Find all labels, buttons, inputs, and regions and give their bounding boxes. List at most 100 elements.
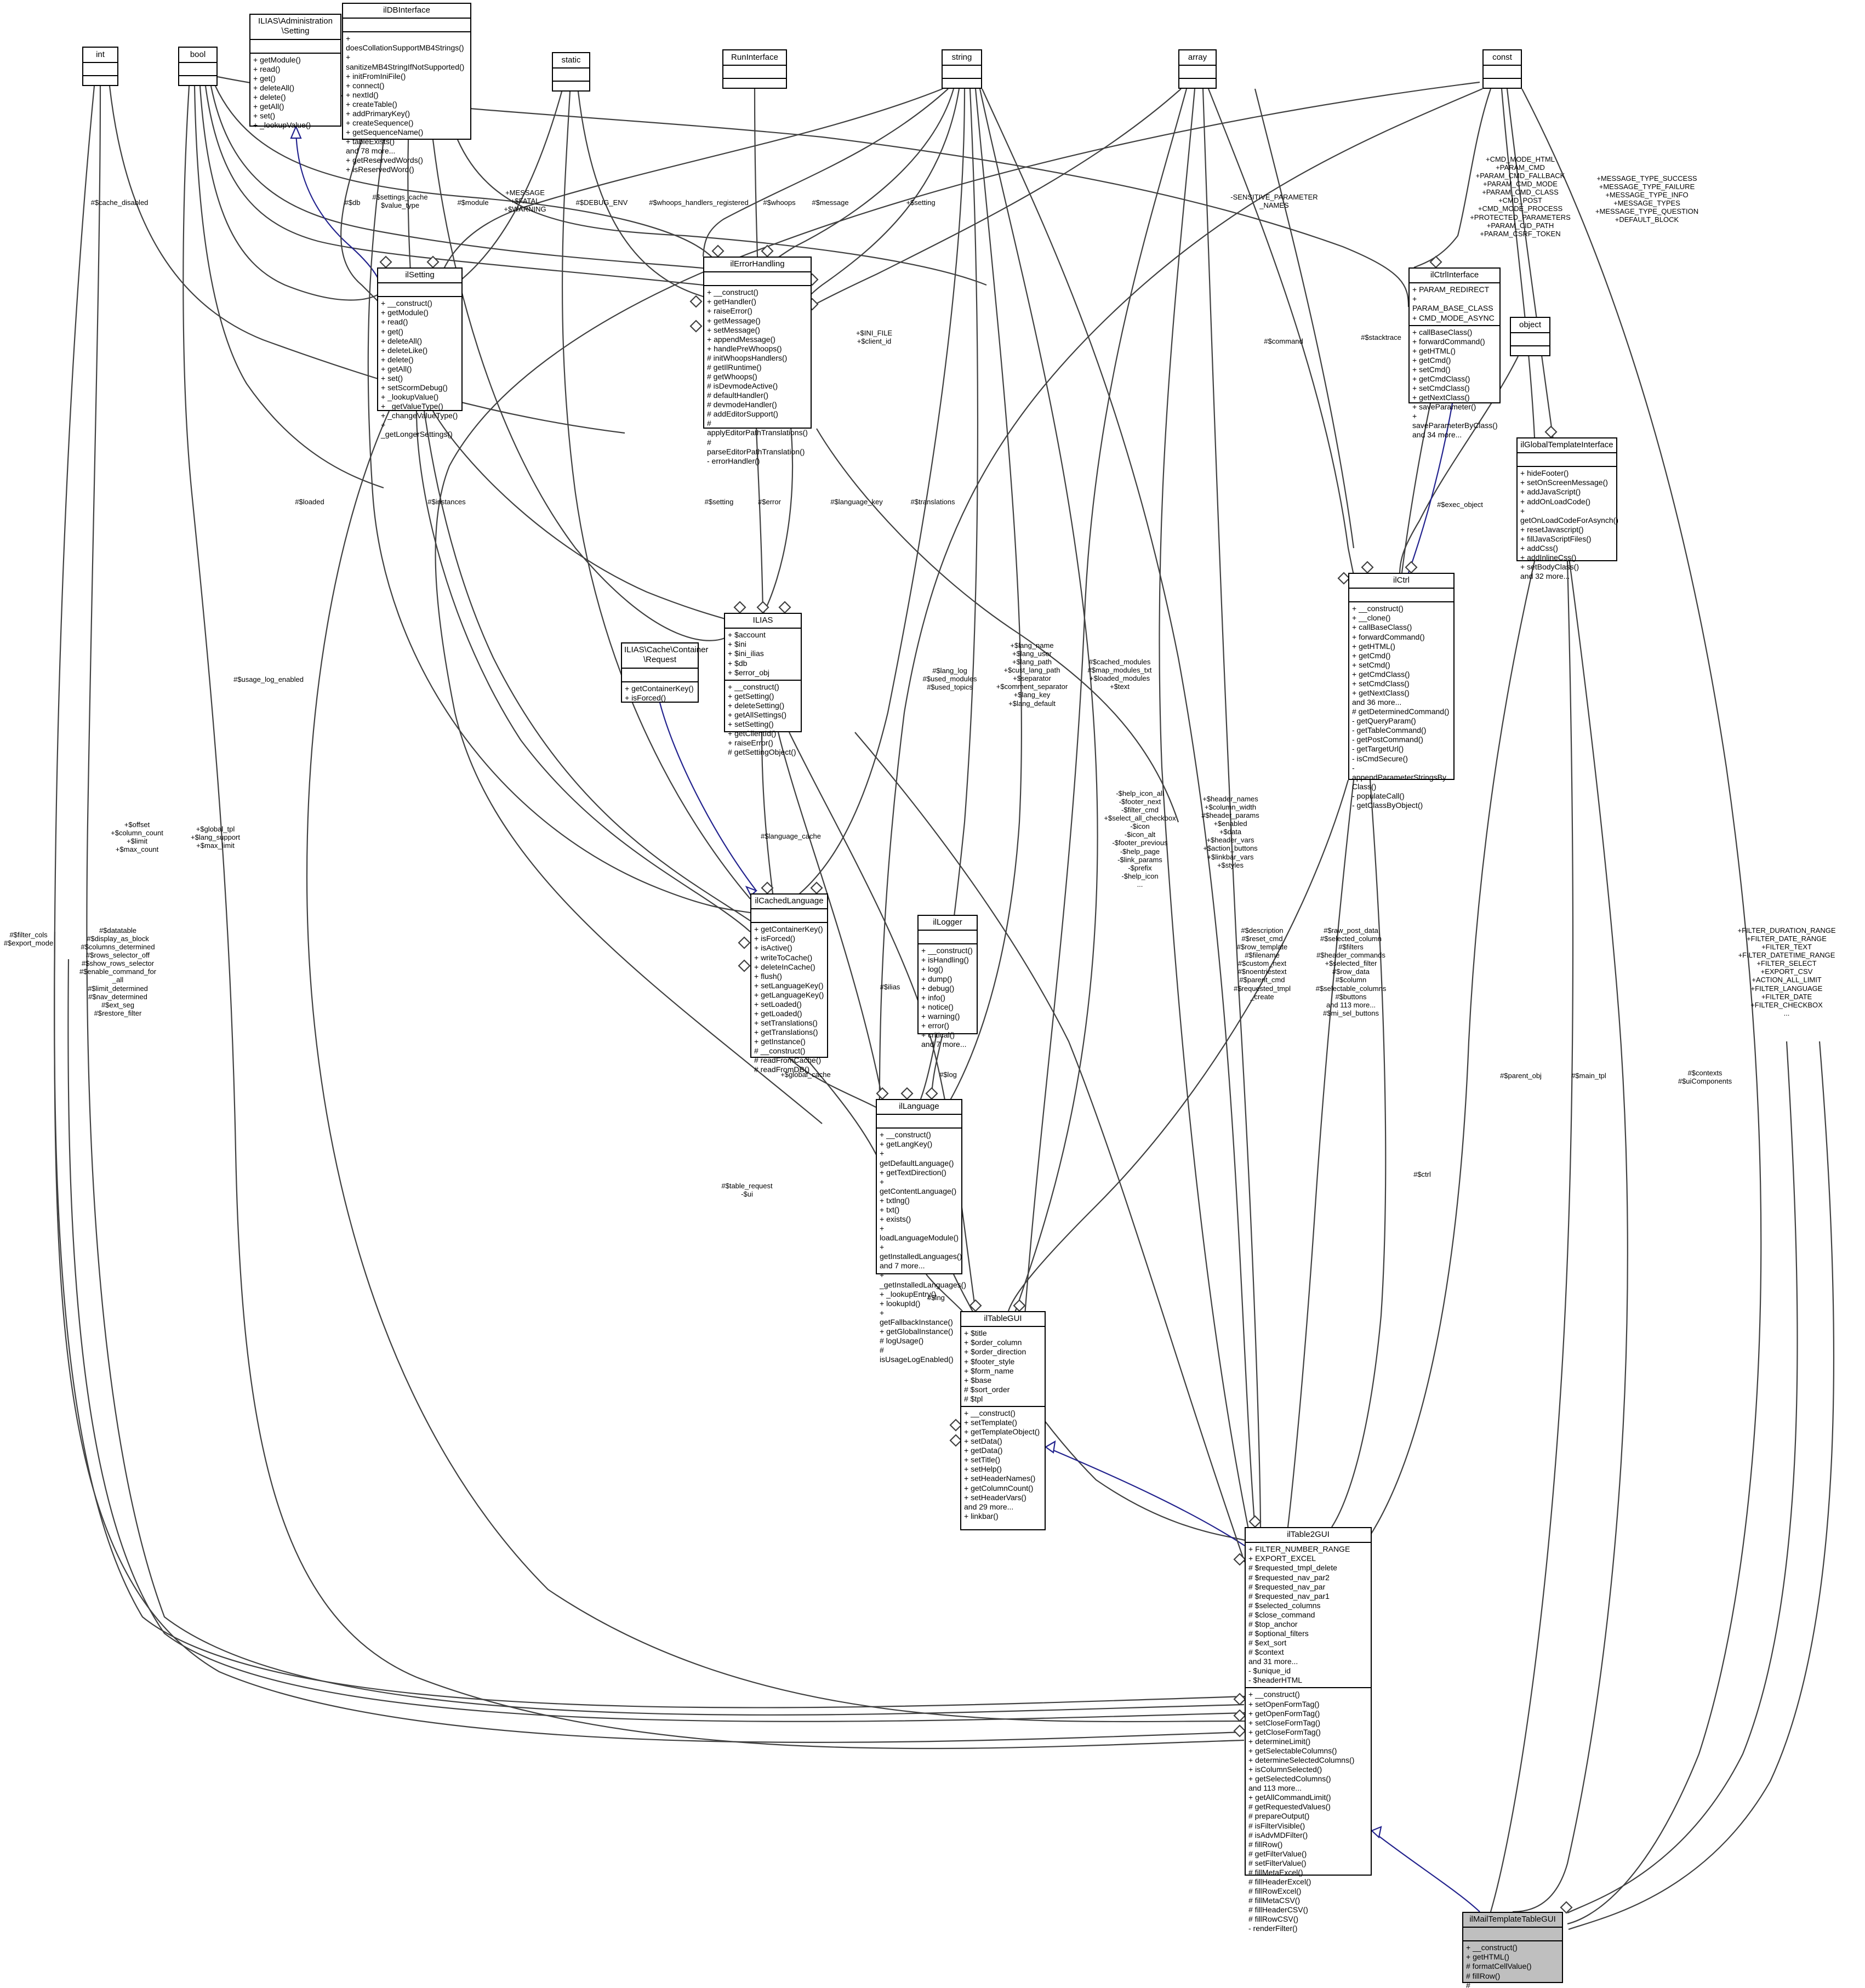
class-operation: # getWhoops() xyxy=(707,372,757,381)
class-attribute: + $base xyxy=(964,1375,992,1385)
edge-label-settings-cache-value-type: #$settings_cache $value_type xyxy=(372,193,428,210)
class-node-ilerrorhandling[interactable]: ilErrorHandling+ __construct()+ getHandl… xyxy=(703,257,812,465)
class-operation: + raiseError() xyxy=(728,738,773,748)
class-operation: + getSetting() xyxy=(728,691,774,700)
class-operation: + deleteSetting() xyxy=(728,700,785,710)
edge-label-translations: #$translations xyxy=(910,498,955,506)
class-operation: + addPrimaryKey() xyxy=(346,109,410,118)
class-operation: + setCmdClass() xyxy=(1412,384,1470,393)
class-node-ilias-administration-setting[interactable]: ILIAS\Administration \Setting+ getModule… xyxy=(249,14,341,129)
class-title: ilDBInterface xyxy=(383,5,430,15)
class-node-int[interactable]: int xyxy=(82,47,118,86)
class-operation: + getOnLoadCodeForAsynch() xyxy=(1520,506,1618,525)
class-node-const[interactable]: const xyxy=(1482,49,1522,89)
class-attributes xyxy=(1463,1927,1562,1940)
class-operation: + addOnLoadCode() xyxy=(1520,497,1591,506)
class-node-iltablegui[interactable]: ilTableGUI+ $title+ $order_column+ $orde… xyxy=(960,1311,1046,1530)
class-node-ilsetting[interactable]: ilSetting+ __construct()+ getModule()+ r… xyxy=(377,267,463,438)
class-node-illanguage[interactable]: ilLanguage+ __construct()+ getLangKey()+… xyxy=(876,1099,966,1364)
class-attributes: + FILTER_NUMBER_RANGE+ EXPORT_EXCEL# $re… xyxy=(1246,1542,1371,1687)
class-operation: and 34 more... xyxy=(1412,430,1462,440)
edge-label-whoops-handlers-registered: #$whoops_handlers_registered xyxy=(649,198,749,207)
class-operation: # fillRowCSV() xyxy=(1248,1915,1299,1924)
class-attribute: - $headerHTML xyxy=(1248,1676,1303,1685)
class-node-runinterface[interactable]: RunInterface xyxy=(722,49,787,89)
class-title: string xyxy=(951,53,972,62)
class-operation: # __construct() xyxy=(754,1046,806,1056)
class-operation: + isForced() xyxy=(754,934,796,943)
class-node-ilctrl[interactable]: ilCtrl+ __construct()+ __clone()+ callBa… xyxy=(1348,573,1455,810)
class-operation: + tableExists() xyxy=(346,137,395,146)
class-operation: # isDevmodeActive() xyxy=(707,381,778,391)
class-operation: - populateCall() xyxy=(1352,791,1405,800)
class-operation: # getDeterminedCommand() xyxy=(1352,707,1450,716)
class-attribute: + $error_obj xyxy=(728,668,769,677)
class-operation: + getAllCommandLimit() xyxy=(1248,1793,1331,1802)
class-operation: + critical() xyxy=(921,1030,955,1039)
class-attributes xyxy=(1511,332,1549,345)
class-operation: # fillMetaCSV() xyxy=(1248,1896,1301,1905)
class-node-ilcachedlanguage[interactable]: ilCachedLanguage+ getContainerKey()+ isF… xyxy=(750,893,828,1074)
class-node-ilias-cache-container-request[interactable]: ILIAS\Cache\Container \Request + getConta… xyxy=(621,642,709,705)
class-operation: + setBodyClass() xyxy=(1520,562,1579,572)
class-node-ilias[interactable]: ILIAS+ $account+ $ini+ $ini_ilias+ $db+ … xyxy=(724,613,802,756)
class-operation: - getClassByObject() xyxy=(1352,800,1423,810)
class-operations xyxy=(179,75,216,88)
class-operation: # addEditorSupport() xyxy=(707,409,778,419)
class-attributes xyxy=(919,930,977,943)
class-operation: + __construct() xyxy=(1352,604,1404,613)
class-operation: + __construct() xyxy=(880,1130,931,1140)
class-operation: + setTitle() xyxy=(964,1455,1000,1465)
class-operation: # getIlRuntime() xyxy=(707,362,762,372)
class-operation: + getHTML() xyxy=(1352,641,1395,651)
class-attribute: and 31 more... xyxy=(1248,1657,1298,1666)
class-operation: # setFilterValue() xyxy=(1248,1858,1307,1867)
class-operation: + getTranslations() xyxy=(754,1028,818,1037)
class-operation: + getLangKey() xyxy=(880,1140,933,1149)
class-operations: + getContainerKey()+ isForced() xyxy=(622,681,698,705)
edge-label-global-tpl-group: +$global_tpl +$lang_support +$max_limit xyxy=(191,825,240,850)
class-operation: + getModule() xyxy=(253,55,301,64)
class-node-ilctrlinterface[interactable]: ilCtrlInterface+ PARAM_REDIRECT+ PARAM_B… xyxy=(1408,267,1501,439)
class-node-bool[interactable]: bool xyxy=(178,47,218,86)
class-operation: # readFromDB() xyxy=(754,1065,810,1074)
class-operations: + __construct()+ isHandling()+ log()+ du… xyxy=(919,943,977,1051)
class-operation: + getInstance() xyxy=(754,1037,806,1046)
class-operation: + debug() xyxy=(921,983,955,993)
class-operation: + getCmdClass() xyxy=(1352,669,1410,679)
class-node-iltable2gui[interactable]: ilTable2GUI+ FILTER_NUMBER_RANGE+ EXPORT… xyxy=(1245,1527,1372,1933)
edge-label-header-names-group: +$header_names +$column_width #$header_p… xyxy=(1201,795,1259,869)
class-operation: # fillRow() xyxy=(1248,1839,1283,1849)
class-operation: + getModule() xyxy=(381,308,429,317)
class-attributes xyxy=(751,908,827,922)
class-operation: + getCmd() xyxy=(1352,651,1391,660)
class-operation: + delete() xyxy=(253,92,286,101)
class-node-string[interactable]: string xyxy=(942,49,982,89)
class-title: ILIAS\Cache\Container \Request xyxy=(624,645,709,665)
class-operation: + getHTML() xyxy=(1412,346,1456,355)
class-node-object[interactable]: object xyxy=(1510,317,1550,356)
class-operation: + saveParameter() xyxy=(1412,402,1476,412)
class-operation: # fillRow() xyxy=(1466,1971,1501,1980)
edge-label-exec-object: #$exec_object xyxy=(1437,500,1483,509)
class-attribute: # $close_command xyxy=(1248,1610,1315,1619)
class-node-static[interactable]: static xyxy=(552,52,590,92)
class-operation: + setLanguageKey() xyxy=(754,981,824,990)
class-node-ildbinterface[interactable]: ilDBInterface+ doesCollationSupportMB4St… xyxy=(342,3,471,174)
class-node-ilglobaltemplateinterface[interactable]: ilGlobalTemplateInterface+ hideFooter()+… xyxy=(1516,437,1618,580)
edge-label-filter-duration-range-group: +FILTER_DURATION_RANGE +FILTER_DATE_RANG… xyxy=(1737,926,1836,1017)
class-operation: + warning() xyxy=(921,1011,960,1021)
class-operation: + read() xyxy=(253,64,281,73)
class-node-array[interactable]: array xyxy=(1178,49,1217,89)
class-node-illogger[interactable]: ilLogger+ __construct()+ isHandling()+ l… xyxy=(917,915,978,1049)
class-operation: + getLanguageKey() xyxy=(754,990,824,999)
class-operation: + isColumnSelected() xyxy=(1248,1765,1322,1774)
class-operation: + __construct() xyxy=(964,1408,1016,1417)
class-attribute: + FILTER_NUMBER_RANGE xyxy=(1248,1545,1350,1554)
edge-label-setting: +$setting xyxy=(906,198,936,207)
class-operation: + forwardCommand() xyxy=(1352,632,1425,641)
class-node-ilmailtemplatetablegui[interactable]: ilMailTemplateTableGUI+ __construct()+ g… xyxy=(1462,1912,1563,1988)
class-operation: # isAdvMDFilter() xyxy=(1248,1830,1308,1839)
class-operations xyxy=(1511,345,1549,358)
class-attributes: + $title+ $order_column+ $order_directio… xyxy=(961,1326,1045,1406)
